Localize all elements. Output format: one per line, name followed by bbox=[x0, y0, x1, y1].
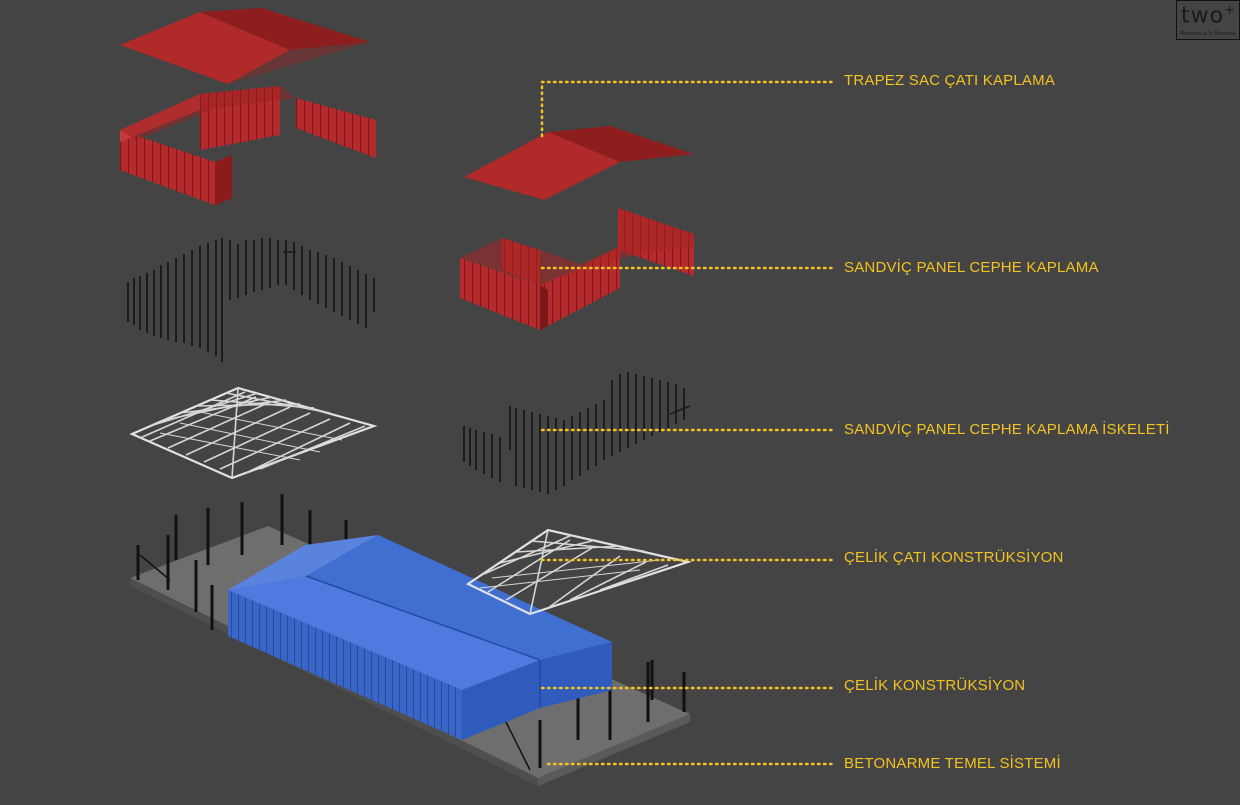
left-red-walls bbox=[120, 86, 376, 205]
right-roof-truss bbox=[465, 528, 693, 616]
right-red-roof bbox=[464, 126, 694, 200]
leader-lines bbox=[540, 80, 834, 766]
left-facade-skeleton bbox=[127, 238, 375, 362]
right-facade-skeleton bbox=[463, 372, 691, 494]
leader-roof-cladding bbox=[540, 80, 834, 138]
logo-wordmark: two+ bbox=[1181, 3, 1236, 28]
label-steel-roof-structure: ÇELİK ÇATI KONSTRÜKSİYON bbox=[844, 549, 1064, 566]
label-facade-skeleton: SANDVİÇ PANEL CEPHE KAPLAMA İSKELETİ bbox=[844, 421, 1170, 438]
brand-logo: two+ Mimarlık & İç Mimarlık bbox=[1176, 0, 1240, 40]
logo-subtitle: Mimarlık & İç Mimarlık bbox=[1180, 31, 1236, 37]
label-facade-cladding: SANDVİÇ PANEL CEPHE KAPLAMA bbox=[844, 259, 1099, 276]
left-red-roof bbox=[120, 8, 370, 84]
logo-main-text: two bbox=[1181, 3, 1225, 29]
label-steel-structure: ÇELİK KONSTRÜKSİYON bbox=[844, 677, 1026, 694]
label-roof-cladding: TRAPEZ SAC ÇATI KAPLAMA bbox=[844, 72, 1056, 89]
right-red-walls bbox=[460, 208, 694, 330]
blue-building bbox=[228, 535, 612, 740]
logo-plus: + bbox=[1224, 3, 1236, 18]
left-roof-truss bbox=[129, 386, 378, 480]
label-foundation-system: BETONARME TEMEL SİSTEMİ bbox=[844, 755, 1061, 772]
